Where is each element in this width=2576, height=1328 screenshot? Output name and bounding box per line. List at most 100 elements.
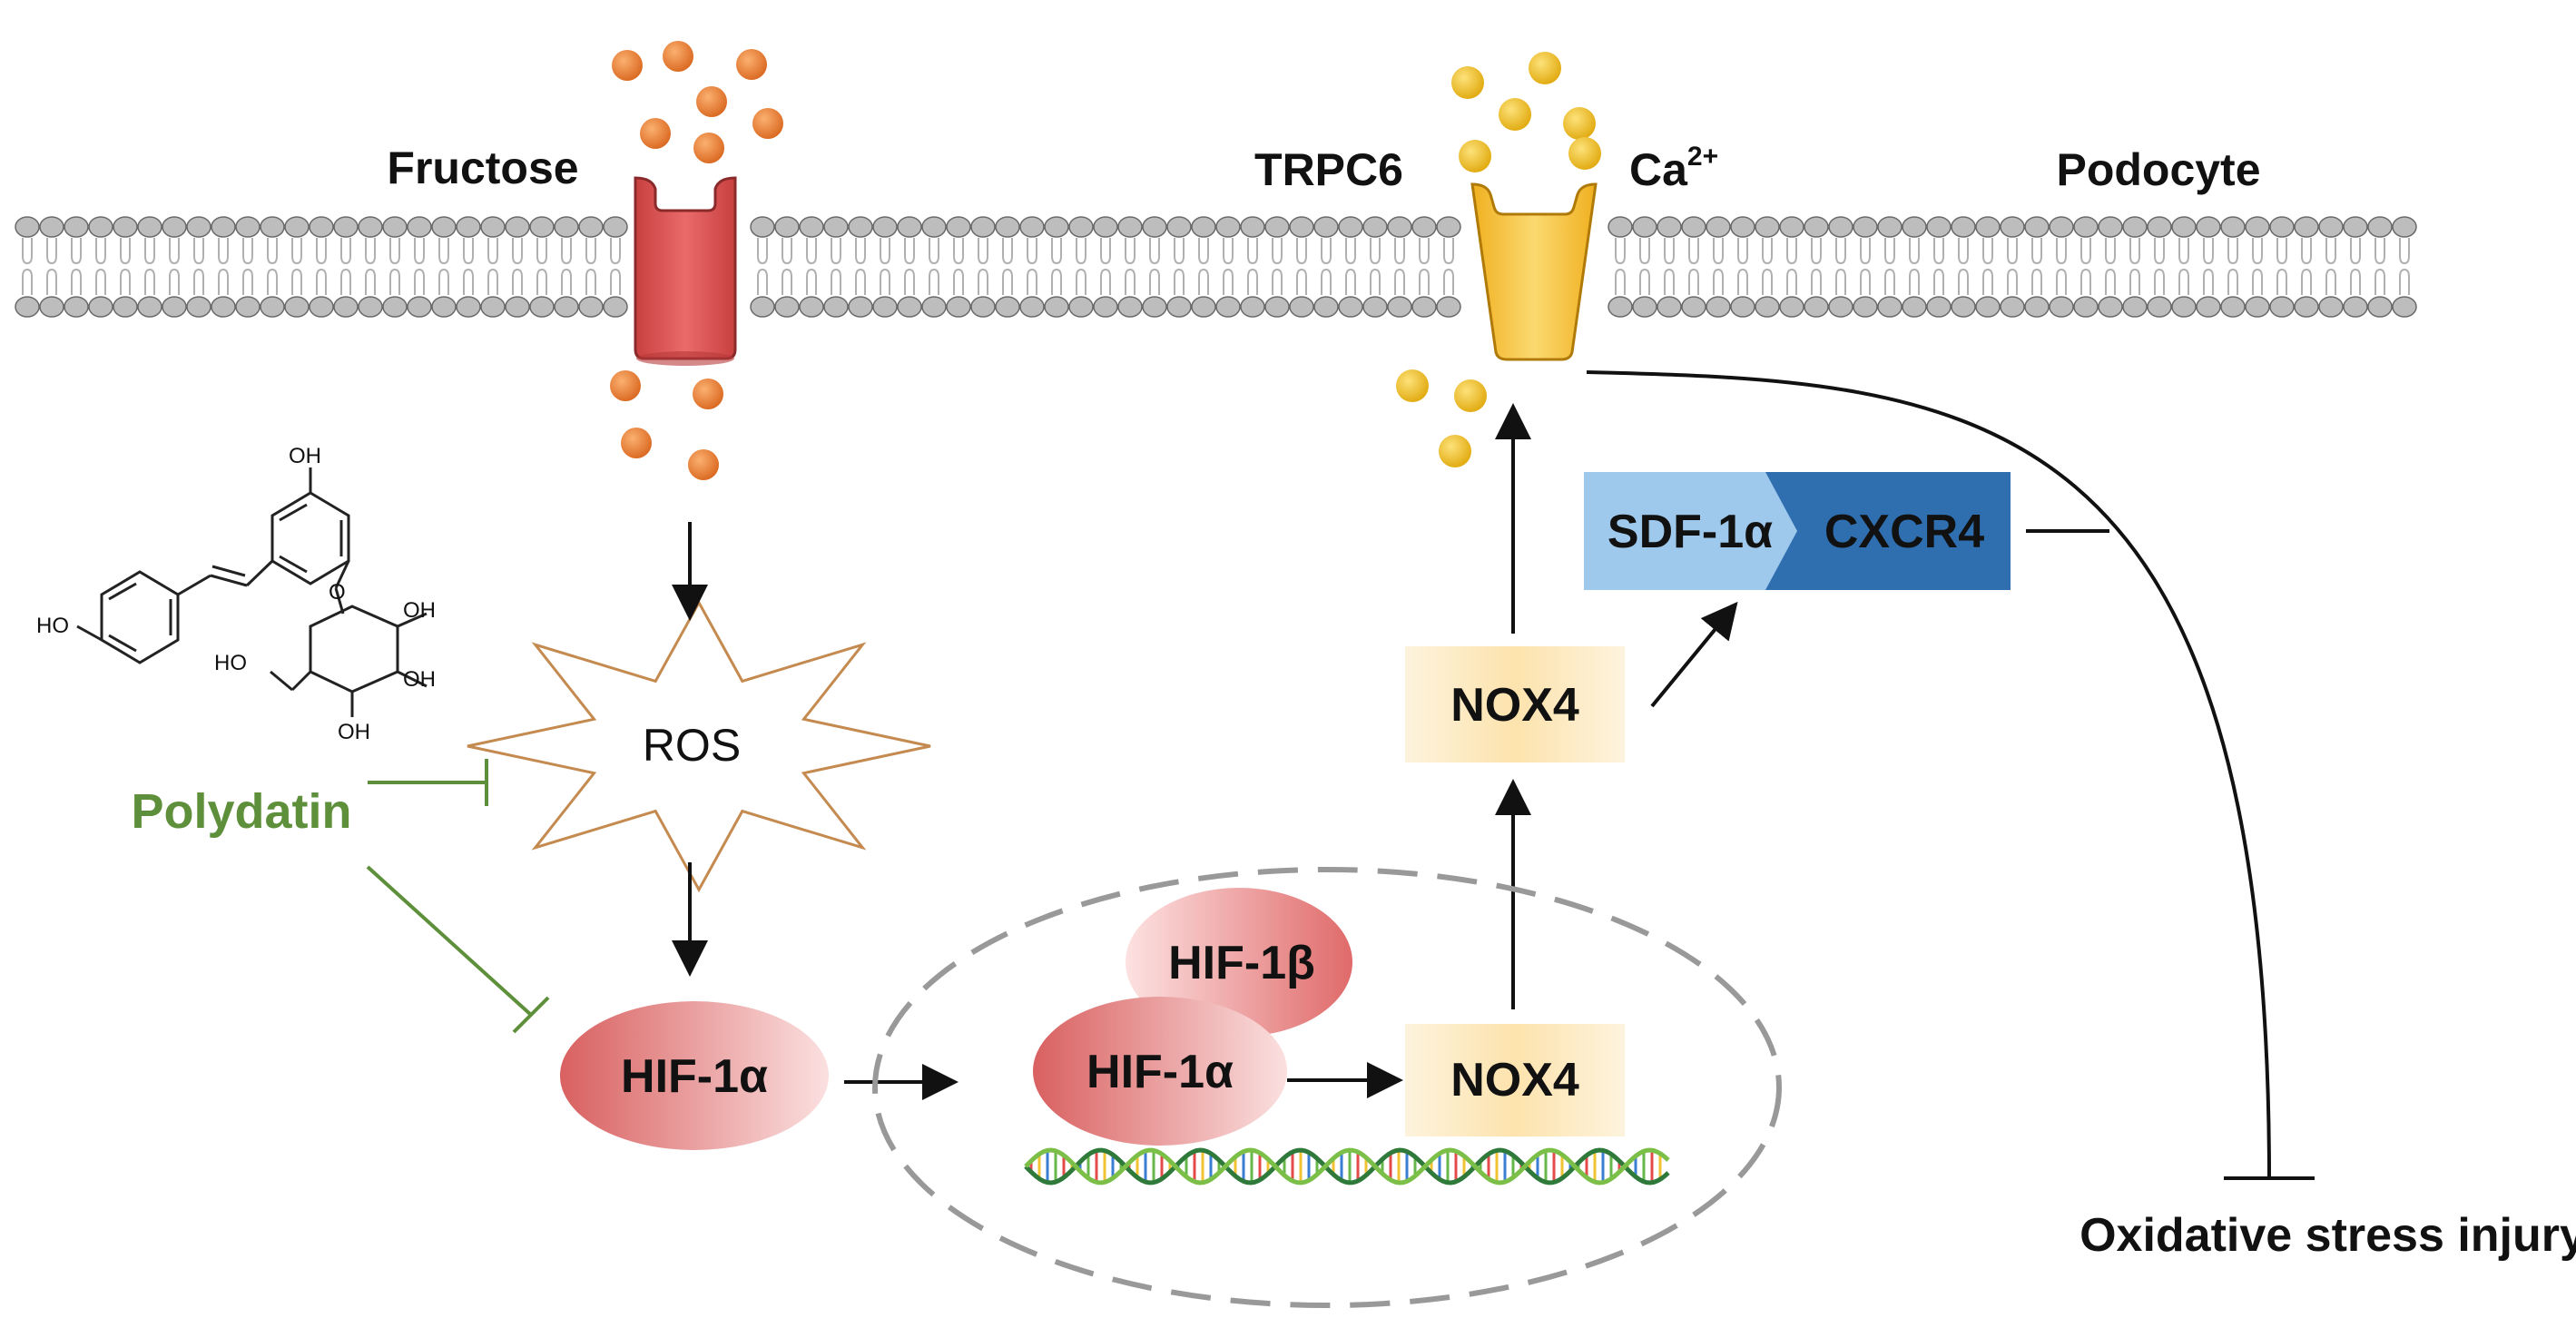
lipid-head [15,216,40,238]
svg-text:OH: OH [338,720,370,744]
lipid-head [2098,296,2123,318]
lipid-head [382,216,408,238]
lipid-head [480,296,506,318]
lipid-head [1657,216,1682,238]
lipid-tail [782,238,792,295]
lipid-head [1093,216,1118,238]
lipid-head [774,296,800,318]
lipid-head [799,216,824,238]
lipid-tail [218,238,229,295]
lipid-head [382,296,408,318]
lipid-head [162,216,187,238]
calcium-ion [1529,52,1561,84]
fructose-molecule [752,108,783,139]
lipid-head [505,296,530,318]
hif1a-nucleus-node: HIF-1α [1033,997,1287,1146]
lipid-head [603,216,628,238]
lipid-tail [120,238,131,295]
lipid-head [2392,216,2417,238]
hif1a-cytoplasm-node: HIF-1α [560,1001,829,1150]
trpc6-channel [1470,182,1598,361]
calcium-ion [1459,140,1491,172]
lipid-head [872,216,898,238]
lipid-head [799,296,824,318]
lipid-head [407,296,432,318]
lipid-head [235,296,261,318]
calcium-ion [1563,107,1596,140]
lipid-head [1730,296,1755,318]
fructose-molecule [640,118,671,149]
lipid-head [872,296,898,318]
lipid-tail [2227,238,2238,295]
lipid-tail [2031,238,2042,295]
lipid-head [1632,216,1657,238]
lipid-head [1608,296,1633,318]
lipid-head [603,296,628,318]
polydatin-structure-atom-labels: OH HO O OH OH OH HO [36,444,436,744]
dna-helix-icon [1024,1147,1670,1185]
lipid-tail [2252,238,2263,295]
lipid-head [88,216,113,238]
lipid-head [113,216,138,238]
lipid-head [309,296,334,318]
lipid-head [1191,296,1216,318]
lipid-head [358,216,383,238]
lipid-tail [1125,238,1136,295]
lipid-head [1436,296,1461,318]
lipid-tail [193,238,204,295]
lipid-head [407,216,432,238]
lipid-head [2220,216,2246,238]
lipid-tail [1174,238,1185,295]
lipid-head [1142,216,1167,238]
lipid-tail [536,238,547,295]
nucleus [872,867,1782,1308]
lipid-tail [953,238,964,295]
lipid-head [2024,296,2050,318]
lipid-tail [1149,238,1160,295]
lipid-head [529,216,555,238]
lipid-tail [2276,238,2287,295]
lipid-head [1411,216,1437,238]
lipid-tail [1076,238,1086,295]
lipid-head [1117,296,1143,318]
lipid-tail [2374,238,2385,295]
lipid-head [750,216,775,238]
lipid-tail [2203,238,2214,295]
lipid-head [921,296,947,318]
lipid-head [1264,216,1290,238]
lipid-head [333,216,359,238]
lipid-head [1779,216,1804,238]
lipid-tail [831,238,841,295]
lipid-tail [929,238,939,295]
lipid-head [1877,296,1903,318]
polydatin-label: Polydatin [131,784,351,839]
hif1a-cytoplasm-label: HIF-1α [621,1050,768,1103]
lipid-head [2343,296,2368,318]
lipid-head [2147,296,2172,318]
lipid-tail [144,238,155,295]
calcium-ion [1451,66,1484,99]
lipid-tail [1664,238,1675,295]
lipid-head [186,296,211,318]
lipid-head [1313,296,1339,318]
lipid-head [1877,216,1903,238]
lipid-head [1289,216,1314,238]
lipid-tail [806,238,817,295]
lipid-head [1755,296,1780,318]
lipid-tail [880,238,890,295]
lipid-head [2343,216,2368,238]
lipid-tail [1223,238,1234,295]
lipid-head [431,296,457,318]
hif1b-label: HIF-1β [1168,937,1315,989]
fructose-molecule [621,428,652,458]
lipid-head [1362,216,1388,238]
lipid-head [1387,216,1412,238]
lipid-tail [1639,238,1650,295]
lipid-head [1436,216,1461,238]
lipid-head [1632,296,1657,318]
lipid-head [431,216,457,238]
dna-strand [1024,1147,1670,1185]
lipid-tail [1296,238,1307,295]
lipid-head [88,296,113,318]
lipid-head [1289,296,1314,318]
